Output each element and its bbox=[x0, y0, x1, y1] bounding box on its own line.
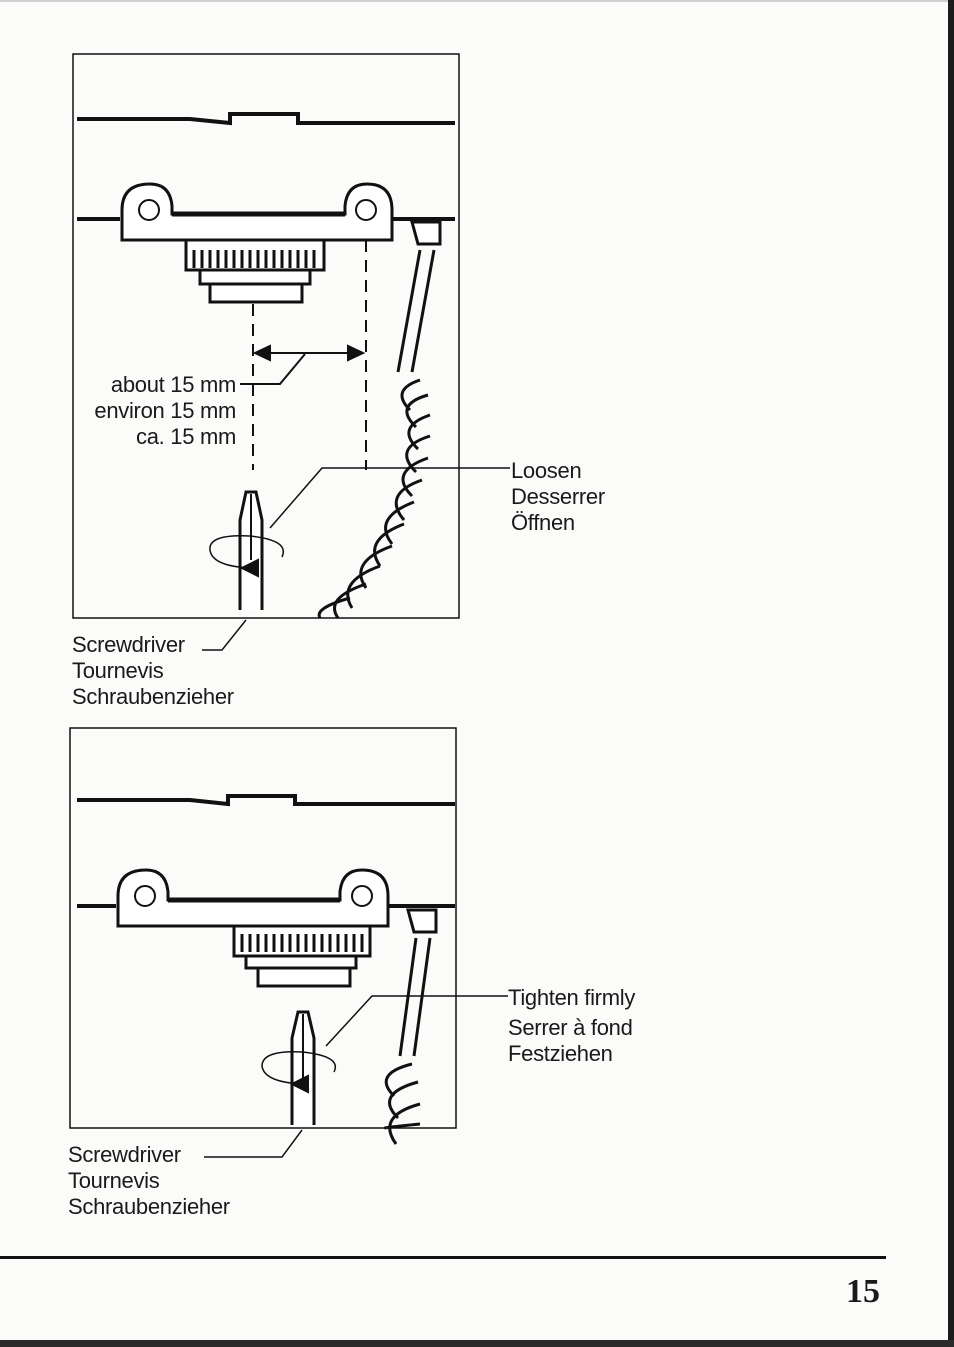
distance-label-fr: environ 15 mm bbox=[94, 398, 236, 423]
screwdriver-label-1-de: Schraubenzieher bbox=[72, 684, 234, 709]
tighten-label: Tighten firmly Serrer à fond Festziehen bbox=[508, 985, 635, 1067]
screwdriver-label-2-de: Schraubenzieher bbox=[68, 1194, 230, 1219]
screwdriver-label-1-fr: Tournevis bbox=[72, 658, 164, 683]
loosen-label-en: Loosen bbox=[511, 458, 582, 483]
screwdriver-label-2-fr: Tournevis bbox=[68, 1168, 160, 1193]
distance-label-en: about 15 mm bbox=[110, 372, 236, 397]
figure-tighten-illustration bbox=[69, 727, 508, 1158]
distance-label-de: ca. 15 mm bbox=[136, 424, 236, 449]
tighten-label-en: Tighten firmly bbox=[508, 985, 636, 1010]
scan-edge-right bbox=[948, 0, 954, 1347]
figure-loosen-illustration bbox=[72, 53, 510, 651]
scan-edge-top bbox=[0, 0, 954, 2]
tighten-label-fr: Serrer à fond bbox=[508, 1015, 633, 1040]
loosen-label-de: Öffnen bbox=[511, 510, 575, 535]
page-number: 15 bbox=[846, 1273, 880, 1310]
screwdriver-label-2-en: Screwdriver bbox=[68, 1142, 181, 1167]
distance-label: about 15 mm environ 15 mm ca. 15 mm bbox=[60, 372, 236, 450]
screwdriver-label-1: Screwdriver Tournevis Schraubenzieher bbox=[72, 632, 234, 710]
footer-rule bbox=[0, 1256, 886, 1259]
loosen-label: Loosen Desserrer Öffnen bbox=[511, 458, 605, 536]
scan-edge-bottom bbox=[0, 1340, 954, 1347]
screwdriver-label-1-en: Screwdriver bbox=[72, 632, 185, 657]
tighten-label-de: Festziehen bbox=[508, 1041, 613, 1066]
loosen-label-fr: Desserrer bbox=[511, 484, 605, 509]
screwdriver-label-2: Screwdriver Tournevis Schraubenzieher bbox=[68, 1142, 230, 1220]
